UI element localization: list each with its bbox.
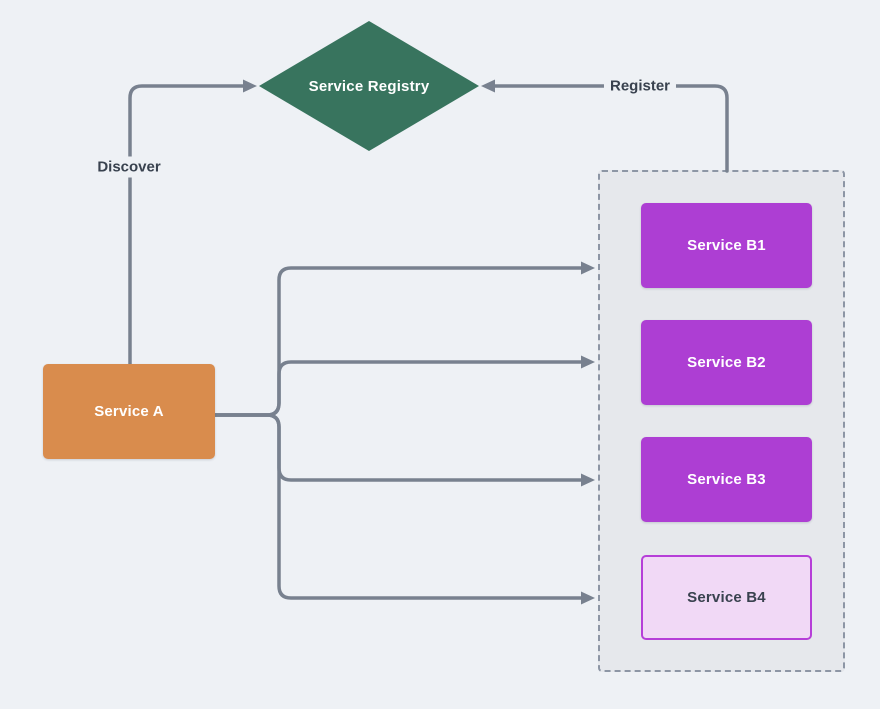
service-b2-label: Service B2 — [687, 354, 766, 371]
branch-connector-b2 — [213, 360, 583, 417]
arrowhead-right-icon — [243, 79, 257, 93]
service-b2-node: Service B2 — [641, 320, 812, 405]
discover-edge-label: Discover — [91, 156, 167, 178]
arrowhead-b1-icon — [581, 261, 595, 275]
register-connector — [493, 84, 729, 173]
branch-connector-b4 — [213, 413, 583, 600]
service-b3-label: Service B3 — [687, 471, 766, 488]
arrowhead-b3-icon — [581, 473, 595, 487]
branch-connector-b3 — [213, 413, 583, 482]
service-registry-node — [259, 21, 479, 151]
arrowhead-b2-icon — [581, 355, 595, 369]
discover-connector — [128, 84, 245, 366]
branch-connector-b1 — [213, 266, 583, 417]
register-edge-label: Register — [603, 75, 677, 97]
service-a-label: Service A — [94, 403, 164, 420]
service-b4-node: Service B4 — [641, 555, 812, 640]
service-registry-label: Service Registry — [308, 77, 430, 95]
arrowhead-left-icon — [481, 79, 495, 93]
service-a-node: Service A — [43, 364, 215, 459]
service-b3-node: Service B3 — [641, 437, 812, 522]
service-b1-label: Service B1 — [687, 237, 766, 254]
arrowhead-b4-icon — [581, 591, 595, 605]
service-b1-node: Service B1 — [641, 203, 812, 288]
service-b4-label: Service B4 — [687, 589, 766, 606]
